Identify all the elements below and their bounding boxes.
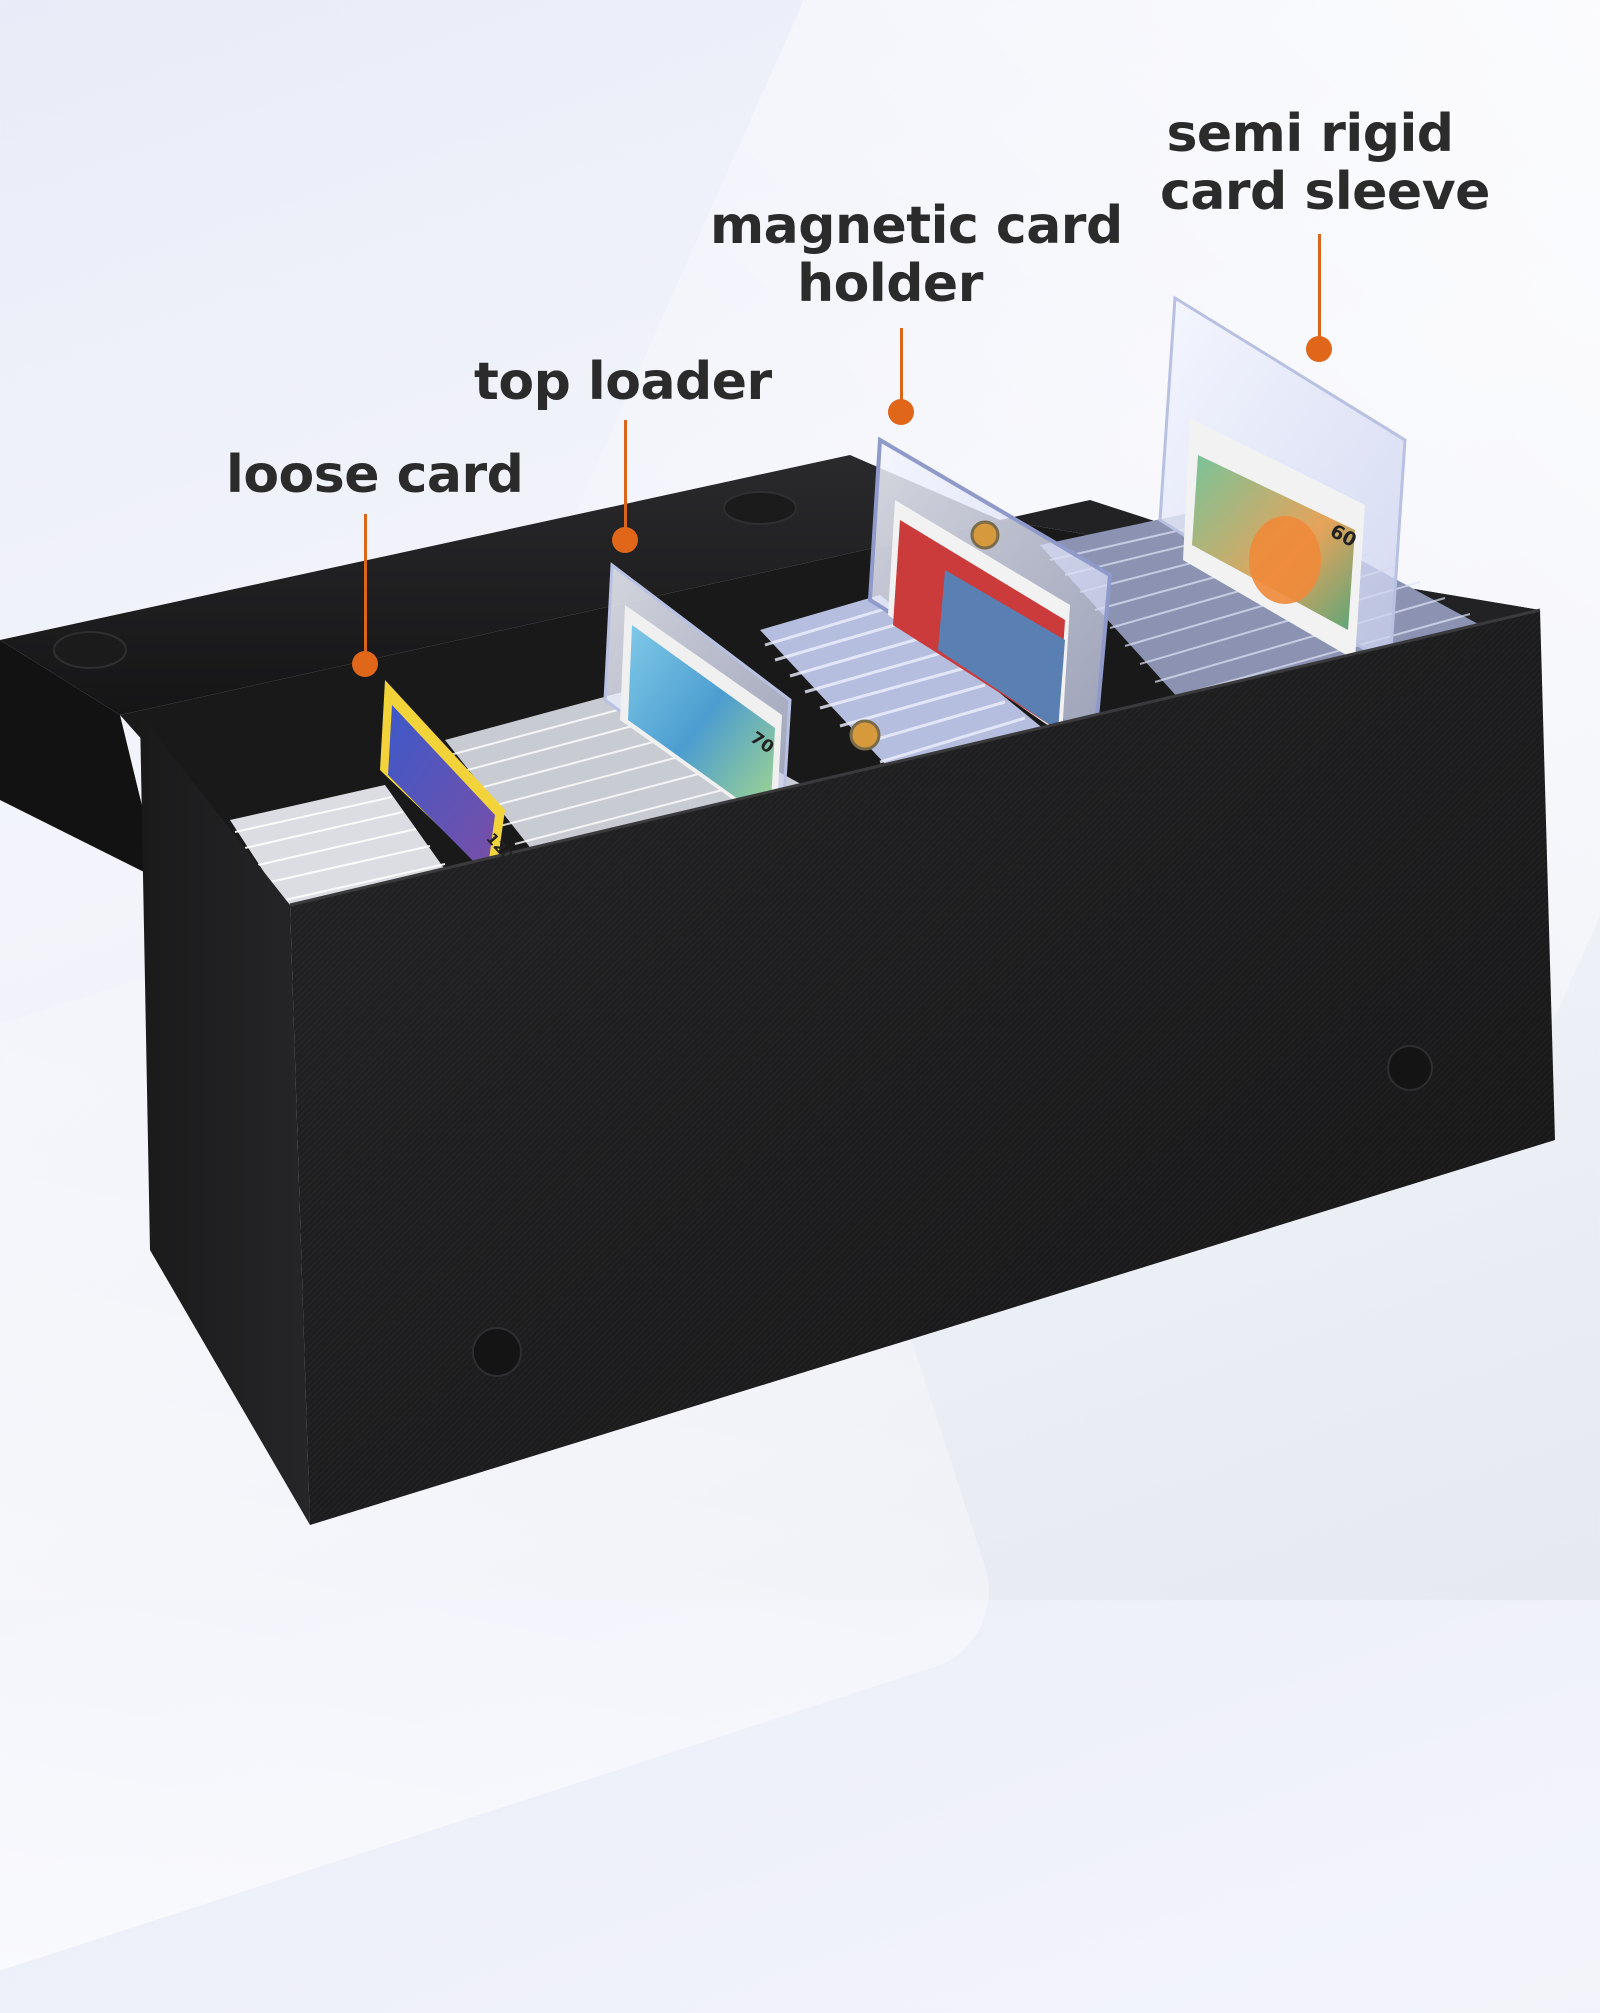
magnetic-holder-stack [760, 595, 1045, 780]
leader-line-magnetic-holder [900, 328, 903, 404]
leader-line-semi-rigid [1318, 234, 1321, 338]
label-semi-rigid-card-sleeve: semi rigid card sleeve [1160, 104, 1490, 222]
box-lid [0, 455, 1000, 880]
leader-line-loose-card [364, 514, 367, 658]
box-front [140, 608, 1555, 1525]
label-semi-rigid-line-1: semi rigid [1166, 104, 1454, 164]
top-loader [603, 562, 792, 833]
leader-line-top-loader [624, 420, 627, 532]
marker-dot-magnetic-holder [888, 399, 914, 425]
marker-dot-top-loader [612, 527, 638, 553]
loose-card [380, 680, 505, 880]
storage-box-illustration [0, 295, 1555, 1525]
label-loose-card: loose card [226, 445, 524, 505]
marker-dot-loose-card [352, 651, 378, 677]
semi-rigid-sleeve [1158, 295, 1407, 668]
label-magnetic-card-holder: magnetic card holder [710, 196, 1123, 314]
marker-dot-semi-rigid [1306, 336, 1332, 362]
label-magnetic-line-2: holder [797, 254, 983, 314]
label-magnetic-line-1: magnetic card [710, 196, 1123, 256]
magnetic-holder [867, 436, 1113, 744]
label-semi-rigid-line-2: card sleeve [1160, 162, 1490, 222]
label-top-loader: top loader [474, 352, 772, 412]
